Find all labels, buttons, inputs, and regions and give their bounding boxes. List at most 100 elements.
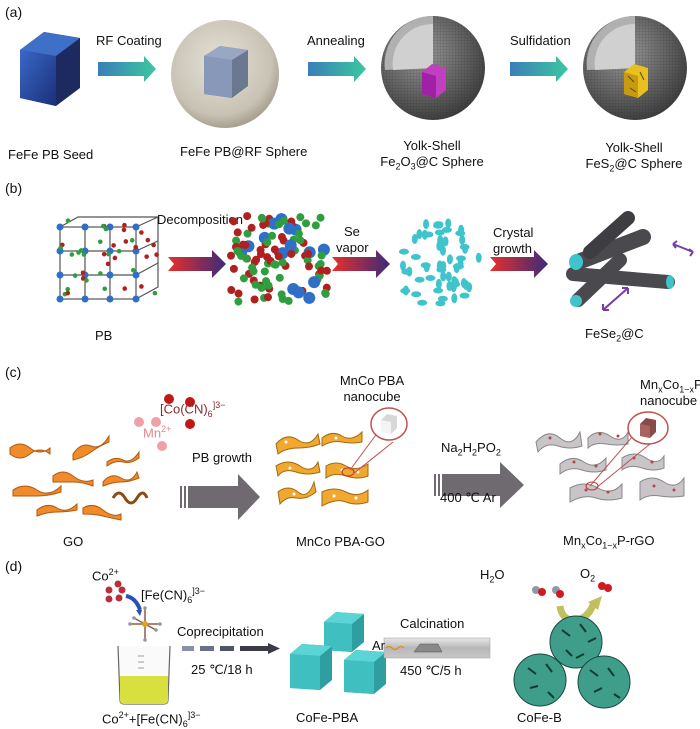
label-cofe-pba: CoFe-PBA xyxy=(296,710,359,725)
decomposed-atom xyxy=(305,262,314,271)
decomposed-atom xyxy=(233,246,242,255)
decomposed-atom xyxy=(234,297,243,306)
lattice-atom xyxy=(65,290,71,296)
nanoparticle xyxy=(455,230,466,237)
step-label-vapor: vapor xyxy=(336,240,369,255)
lattice-atom xyxy=(139,284,144,289)
decomposed-atom xyxy=(317,266,326,275)
arrow-annealing xyxy=(308,56,366,82)
ion-label-co-cn6: [Co(CN)6]3− xyxy=(160,400,226,419)
decomposed-atom xyxy=(302,219,311,228)
nanoparticle xyxy=(445,271,452,282)
panel-d-letter: (d) xyxy=(5,558,23,574)
lattice-atom xyxy=(78,248,84,253)
panel-c-letter: (c) xyxy=(5,364,22,380)
nanoparticle xyxy=(459,292,470,299)
lattice-atom xyxy=(72,273,78,278)
nanoparticle xyxy=(452,277,459,288)
yolk-shell-fes2-sphere xyxy=(583,15,687,120)
fe-atom xyxy=(56,295,64,303)
inset-label-mnco-p: MnxCo1−xP xyxy=(640,377,700,395)
decomposed-atom xyxy=(241,240,250,249)
decomposed-atom xyxy=(229,264,238,273)
lattice-atom xyxy=(102,286,108,292)
step-label-annealing: Annealing xyxy=(307,33,365,48)
arrow-sulfidation xyxy=(510,56,568,82)
fe-atom xyxy=(81,223,89,231)
decomposed-atom xyxy=(275,220,284,229)
decomposed-atom xyxy=(260,267,269,276)
decomposed-atom xyxy=(247,223,256,232)
step-label-rf-coating: RF Coating xyxy=(96,33,162,48)
nanoparticle xyxy=(433,221,444,228)
nanoparticle xyxy=(400,260,407,271)
decomposed-atom xyxy=(229,217,238,226)
panel-a-letter: (a) xyxy=(5,4,23,20)
nanoparticle xyxy=(459,243,470,250)
nanoparticle xyxy=(416,229,423,240)
lattice-atom xyxy=(144,254,149,259)
decomposed-atom xyxy=(243,212,252,221)
decomposed-atom xyxy=(256,245,265,254)
decomposed-atom xyxy=(274,252,283,261)
mnco-pba-nanocube-inset xyxy=(349,407,408,475)
label-mnco-pba-go: MnCo PBA-GO xyxy=(296,534,385,549)
step-label-sulfidation: Sulfidation xyxy=(510,33,571,48)
decomposed-atom xyxy=(278,258,287,267)
fe-atom xyxy=(132,295,140,303)
nanoparticle xyxy=(435,278,442,289)
inset-label-mnco-pba: MnCo PBA xyxy=(339,373,405,388)
fe-atom xyxy=(132,223,140,231)
lattice-atom xyxy=(133,244,139,250)
panel-b-letter: (b) xyxy=(5,180,23,196)
mnco-p-nanocube-inset xyxy=(589,411,669,489)
step-label-pb-growth: PB growth xyxy=(192,450,252,465)
lattice-atom xyxy=(101,251,107,257)
fese2-c-nanorods xyxy=(566,211,694,311)
cofe-b-particles xyxy=(513,582,631,709)
label-go: GO xyxy=(63,534,84,549)
lattice-atom xyxy=(80,270,86,276)
lattice-atom xyxy=(100,223,106,229)
lattice-atom xyxy=(98,271,103,276)
nanoparticle xyxy=(456,255,467,262)
lattice-atom xyxy=(112,255,118,261)
nanoparticle xyxy=(423,219,430,230)
fe-atom xyxy=(106,271,114,279)
decomposed-atom xyxy=(270,245,279,254)
label-h2o: H2O xyxy=(480,567,505,585)
fese2-nanoparticles xyxy=(398,218,482,307)
lattice-atom xyxy=(81,252,87,257)
lattice-atom xyxy=(116,248,122,254)
decomposed-atom xyxy=(270,260,279,269)
nanoparticle xyxy=(445,218,452,229)
decomposed-atom xyxy=(311,221,320,230)
label-yolk-shell-fes2-line1: Yolk-Shell xyxy=(605,140,663,155)
nanoparticle xyxy=(446,254,453,265)
lattice-atom xyxy=(139,230,144,235)
arrow-crystal-growth xyxy=(490,250,548,278)
lattice-atom xyxy=(65,218,71,223)
ion-label-co2plus: Co2+ xyxy=(92,567,119,584)
nanoparticle xyxy=(410,253,421,260)
step-label-400c-ar: 400 ℃ Ar xyxy=(440,490,496,505)
nanoparticle xyxy=(436,260,443,271)
arrow-decomposition xyxy=(168,250,226,278)
decomposed-atom xyxy=(264,293,273,302)
lattice-atom xyxy=(84,278,89,283)
nanoparticle xyxy=(421,229,428,240)
decomposed-atom xyxy=(251,280,260,289)
nanoparticle xyxy=(433,287,444,294)
nanoparticle xyxy=(414,276,425,283)
label-beaker-solution: Co2++[Fe(CN)6]3− xyxy=(102,710,201,729)
nanoparticle xyxy=(453,263,464,270)
label-fese2-c: FeSe2@C xyxy=(585,326,644,344)
decomposed-atom xyxy=(259,220,268,229)
nanoparticle xyxy=(398,248,409,255)
step-label-coprecipitation: Coprecipitation xyxy=(177,624,264,639)
ion-label-mn: Mn2+ xyxy=(143,424,172,441)
nanoparticle xyxy=(446,281,453,292)
nanoparticle xyxy=(401,268,412,275)
calcination-tube xyxy=(383,637,491,659)
lattice-atom xyxy=(154,252,159,257)
